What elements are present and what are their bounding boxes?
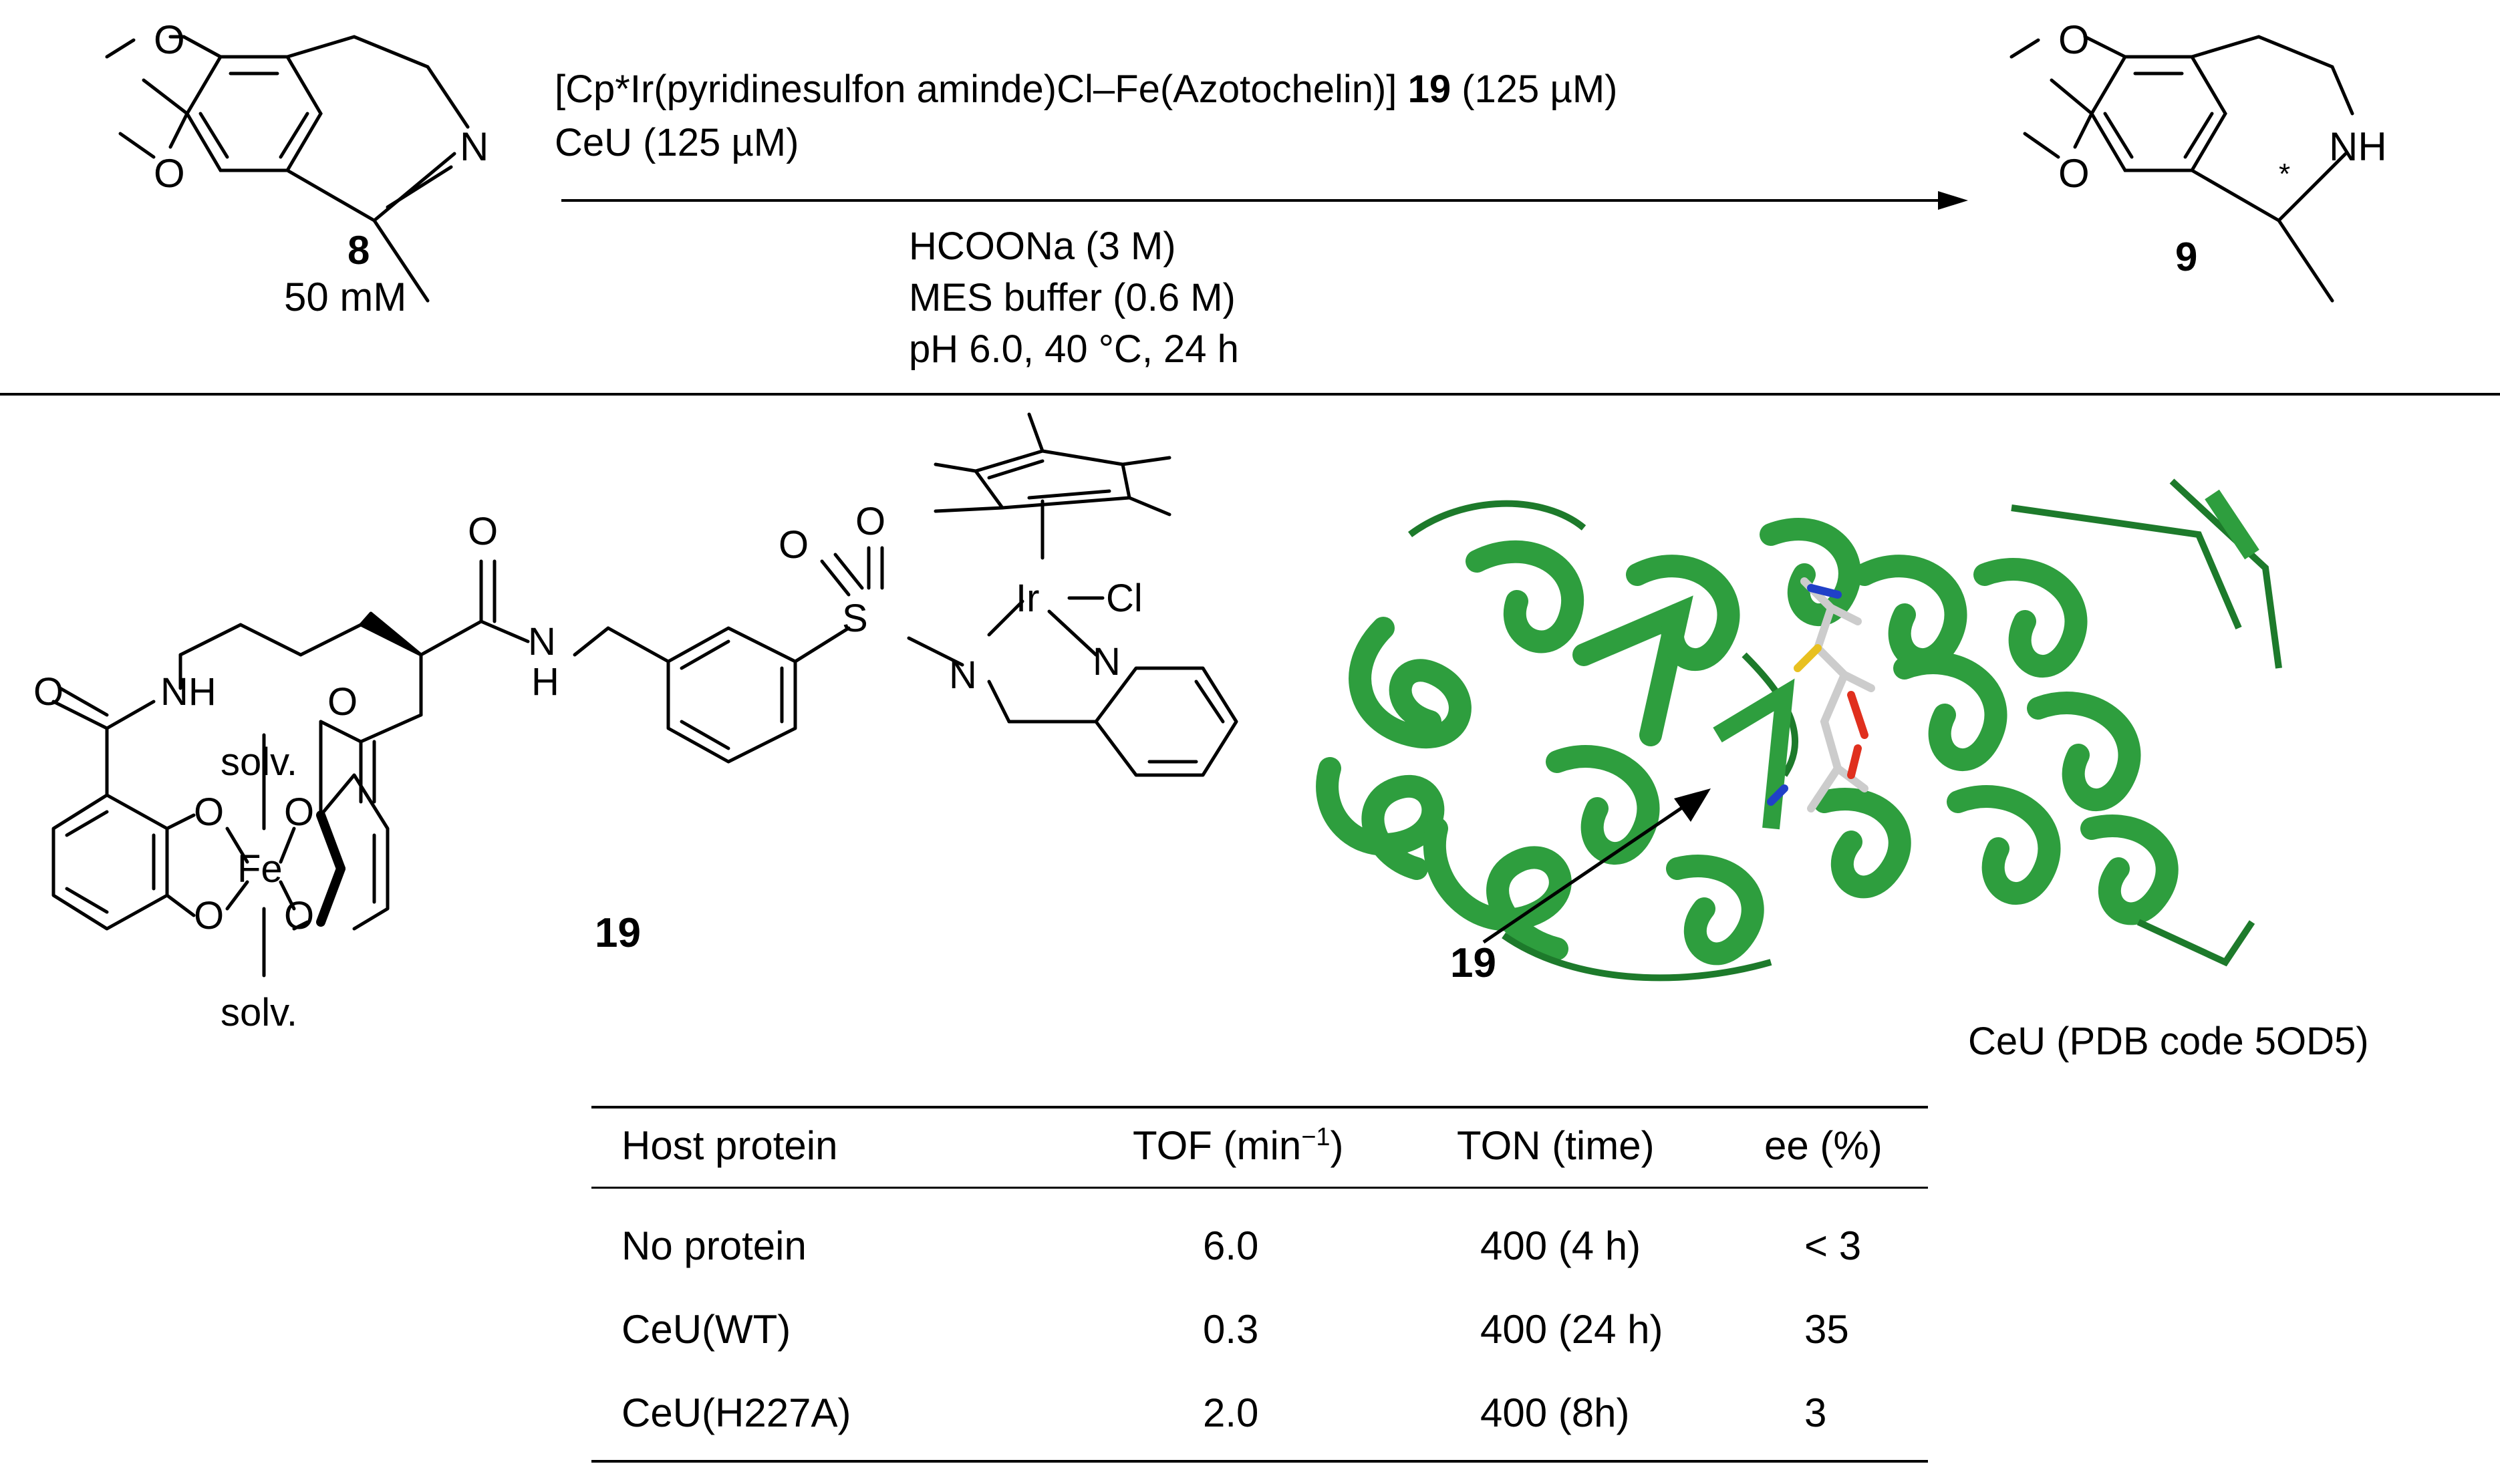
product-label: 9: [2175, 235, 2198, 279]
table-row-2-ton: 400 (24 h): [1480, 1307, 1663, 1352]
table-row-1-tof: 6.0: [1203, 1223, 1259, 1268]
s-atom: S: [842, 597, 868, 640]
o-atom: O: [194, 894, 224, 937]
protein-caption: CeU (PDB code 5OD5): [1968, 1020, 2369, 1063]
table-row-1-ee: < 3: [1804, 1223, 1862, 1268]
table-header-rule: [591, 1187, 1928, 1189]
compound-19-label: 19: [595, 910, 641, 956]
solvent-ligand-top: solv.: [221, 740, 297, 784]
table-row-1-ton: 400 (4 h): [1480, 1223, 1641, 1268]
substrate-label: 8: [348, 228, 370, 273]
o-atom: O: [154, 17, 185, 62]
cl-atom: Cl: [1106, 577, 1143, 620]
substrate-8-structure: O O N: [105, 17, 489, 303]
o-atom: O: [33, 670, 63, 714]
table-header-ton: TON (time): [1457, 1123, 1655, 1168]
tof-unit-superscript: −1: [1301, 1123, 1331, 1151]
catalyst-text: [Cp*Ir(pyridinesulfon aminde)Cl–Fe(Azoto…: [555, 67, 1397, 111]
sulfonyl-o-atom: O: [855, 500, 885, 543]
o-atom: O: [2058, 17, 2090, 62]
table-row-2-ee: 35: [1804, 1307, 1849, 1352]
amide-o-atom: O: [468, 510, 498, 553]
protein-cartoon-image: [1316, 478, 2282, 982]
solvent-ligand-bottom: solv.: [221, 991, 297, 1034]
amide-n-atom: N: [528, 620, 556, 663]
table-row-3-tof: 2.0: [1203, 1390, 1259, 1435]
table-row-3-ton: 400 (8h): [1480, 1390, 1630, 1435]
catalyst-concentration: (125 µM): [1462, 67, 1618, 111]
amide-h-atom: H: [531, 660, 559, 704]
catalyst-number: 19: [1407, 67, 1451, 111]
ir-atom: Ir: [1016, 577, 1039, 620]
condition-3: pH 6.0, 40 °C, 24 h: [909, 327, 1239, 371]
ketone-o-atom: O: [327, 680, 358, 724]
table-header-ee: ee (%): [1764, 1123, 1883, 1168]
protein-line: CeU (125 µM): [555, 121, 799, 164]
o-atom: O: [284, 790, 314, 834]
product-9-structure: O O NH *: [2009, 17, 2387, 303]
reaction-arrow: [561, 191, 1968, 210]
table-row-3-ee: 3: [1804, 1390, 1827, 1435]
table-row-3-host: CeU(H227A): [621, 1390, 851, 1435]
table-row-2-tof: 0.3: [1203, 1307, 1259, 1352]
compound-19-structure: Ir Cl N N S O O N H O NH O O O O O O Fe …: [33, 412, 1238, 1034]
o-atom: O: [154, 151, 185, 196]
table-header-tof: TOF (min−1): [1133, 1123, 1344, 1168]
table-row-1-host: No protein: [621, 1223, 807, 1268]
n-atom: N: [949, 653, 977, 697]
fe-atom: Fe: [237, 847, 283, 891]
substrate-concentration: 50 mM: [284, 275, 407, 319]
o-atom: O: [194, 790, 224, 834]
ligand-pointer-arrow: [1482, 788, 1711, 944]
condition-2: MES buffer (0.6 M): [909, 276, 1236, 319]
pyridine-n-atom: N: [1093, 640, 1121, 684]
table-bottom-rule: [591, 1460, 1928, 1463]
table-header-host: Host protein: [621, 1123, 838, 1168]
n-atom: N: [460, 124, 489, 169]
o-atom: O: [2058, 151, 2090, 196]
ligand-arrow-label: 19: [1450, 940, 1496, 986]
o-atom: O: [284, 894, 314, 937]
condition-1: HCOONa (3 M): [909, 225, 1176, 268]
stereocenter-star: *: [2279, 158, 2290, 190]
table-top-rule: [591, 1106, 1928, 1108]
sulfonyl-o-atom: O: [779, 523, 809, 567]
nh-group: NH: [2329, 124, 2387, 169]
section-divider: [0, 393, 2500, 396]
nh-group: NH: [160, 670, 217, 714]
catalyst-line: [Cp*Ir(pyridinesulfon aminde)Cl–Fe(Azoto…: [555, 67, 1617, 112]
table-row-2-host: CeU(WT): [621, 1307, 791, 1352]
